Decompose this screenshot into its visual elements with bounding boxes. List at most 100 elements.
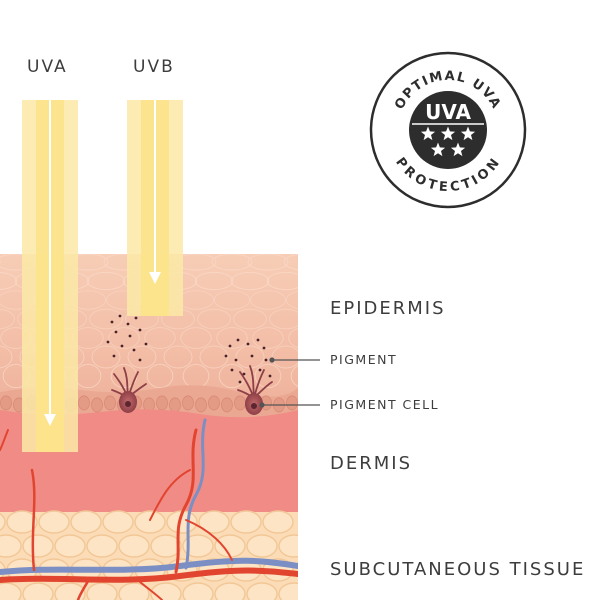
epidermis-cell <box>211 254 253 271</box>
fat-cell <box>54 582 86 600</box>
basal-cell <box>208 395 220 411</box>
epidermis-cell <box>249 290 287 310</box>
badge-star-1 <box>420 126 436 141</box>
artery-down-1 <box>76 576 92 600</box>
pigment-cell-label: PIGMENT CELL <box>330 397 440 412</box>
pigment-granule <box>236 338 240 342</box>
pigment-label: PIGMENT <box>330 352 398 367</box>
epidermis-cell <box>252 327 284 349</box>
pigment-granule <box>228 344 232 348</box>
fat-cell <box>230 510 262 534</box>
pigment-granule <box>138 328 142 332</box>
basal-cell <box>234 395 246 411</box>
epidermis-cell <box>163 345 193 369</box>
artery-left <box>30 468 36 572</box>
epidermis-cell <box>86 271 126 291</box>
pigment-granule <box>256 338 260 342</box>
badge-star-5 <box>450 142 466 157</box>
uva-ray <box>22 100 78 452</box>
pigment-granule <box>250 354 254 358</box>
pigment-granule <box>114 330 118 334</box>
fat-cell <box>246 582 278 600</box>
uvb-label: UVB <box>133 57 175 77</box>
fat-cell <box>198 510 230 534</box>
epidermis-cell <box>230 271 270 291</box>
epidermis-cell <box>218 363 246 389</box>
epidermis-cell <box>91 345 121 369</box>
fat-cell <box>22 534 54 558</box>
badge-stars <box>420 126 476 157</box>
basal-cell <box>195 397 207 413</box>
fat-cell <box>102 510 134 534</box>
fat-cell <box>278 582 298 600</box>
epidermis-cell <box>269 308 298 330</box>
fat-cell <box>150 582 182 600</box>
epidermis-cell <box>216 327 248 349</box>
pigment-granule <box>264 358 268 362</box>
fat-cell <box>182 534 214 558</box>
pigment-granule <box>238 380 242 384</box>
pigment-cell-right <box>237 365 273 415</box>
pigment-granule <box>268 374 272 378</box>
artery-branch-1 <box>149 469 191 521</box>
epidermis-cell <box>254 363 282 389</box>
badge-center-text: UVA <box>425 100 471 124</box>
epidermis-cell <box>290 365 298 387</box>
fat-cell <box>214 534 246 558</box>
pigment-granule <box>110 320 114 324</box>
basal-cell <box>169 397 181 413</box>
epidermis-cell <box>0 345 13 369</box>
artery-down-2 <box>139 581 163 600</box>
badge-star-3 <box>460 126 476 141</box>
pigment-granules <box>106 314 272 384</box>
uva-label: UVA <box>27 57 68 77</box>
pigment-cell-left <box>111 367 147 413</box>
basal-cell <box>156 395 168 411</box>
epidermis-cell <box>266 271 298 291</box>
dermis-label: DERMIS <box>330 453 413 474</box>
pigment-granule <box>134 316 138 320</box>
vein-horizontal <box>0 557 298 575</box>
artery-horizontal <box>0 567 298 583</box>
pigment-granule <box>106 340 110 344</box>
fat-cell <box>0 582 22 600</box>
pigment-granule <box>234 358 238 362</box>
fat-cell <box>22 582 54 600</box>
badge-star-4 <box>430 142 446 157</box>
epidermis-cell <box>288 327 298 349</box>
pigment-granule <box>144 342 148 346</box>
artery-edge <box>0 429 9 451</box>
epidermis-cell <box>283 254 298 271</box>
fat-cell <box>278 534 298 558</box>
fat-cell <box>118 534 150 558</box>
basal-cell <box>286 395 298 411</box>
fat-cell <box>6 510 38 534</box>
pigment-granule <box>132 348 136 352</box>
fat-cell <box>70 510 102 534</box>
blood-vessels <box>0 418 298 600</box>
pigment-granule <box>128 334 132 338</box>
fat-cell <box>54 534 86 558</box>
pigment-granule <box>118 314 122 318</box>
callout-lines <box>259 357 320 408</box>
epidermis-cell <box>127 345 157 369</box>
pigment-granule <box>262 346 266 350</box>
epidermis-cell <box>0 308 15 330</box>
artery-branch-2 <box>185 519 233 561</box>
pigment-granule <box>242 372 246 376</box>
pigment-granule <box>126 322 130 326</box>
epidermis-cell <box>89 308 123 330</box>
epidermis-cell <box>0 271 18 291</box>
pigment-granule <box>224 354 228 358</box>
epidermis-cell <box>194 271 234 291</box>
fat-cell <box>0 534 22 558</box>
epidermis-cell <box>197 308 231 330</box>
fat-cell <box>118 582 150 600</box>
epidermis-cell <box>233 308 267 330</box>
epidermis-cell <box>180 327 212 349</box>
fat-cell <box>182 582 214 600</box>
pigment-granule <box>112 354 116 358</box>
basal-cell <box>0 395 12 411</box>
pigment-granule <box>120 344 124 348</box>
